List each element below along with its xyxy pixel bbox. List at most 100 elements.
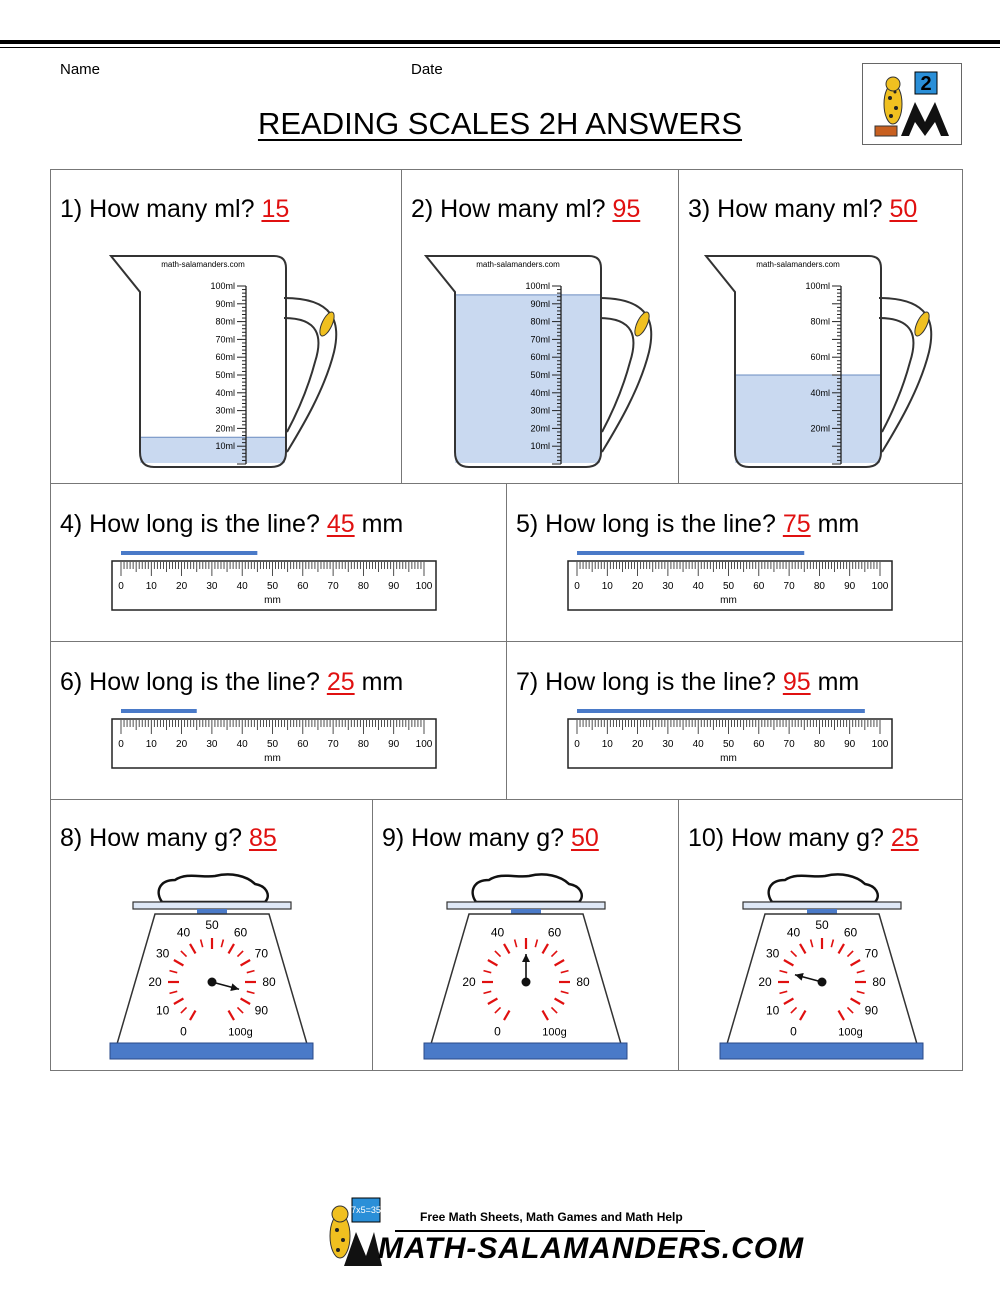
dial-tick [554,997,565,1005]
dial-tick [487,997,498,1005]
ruler-tick-label: 50 [723,739,735,750]
footer-tagline: Free Math Sheets, Math Games and Math He… [420,1210,683,1224]
dial-tick [837,1010,845,1021]
scale-base [109,1042,314,1060]
ruler-tick-label: 0 [118,581,124,592]
dial-tick [494,1006,502,1014]
jug-scale-label: 50ml [215,370,235,380]
dial-tick [783,997,794,1005]
ruler-tick-label: 100 [872,581,889,592]
jug-scale-label: 20ml [215,423,235,433]
dial-tick [240,959,251,967]
dial-tick [554,959,565,967]
dial-tick [199,939,204,948]
ruler-body [111,560,437,611]
question-text: 6) How long is the line? [60,668,320,696]
dial-tick [483,990,492,995]
jug-scale-label: 40ml [810,388,830,398]
ruler-tick-label: 100 [416,581,433,592]
question-text: 1) How many ml? [60,195,255,223]
jug-handle [283,297,338,453]
dial-tick [560,990,569,995]
answer: 25 [326,668,355,696]
jug-body [424,255,602,468]
dial-tick [846,950,854,958]
ruler-body [567,560,893,611]
dial-tick [830,939,835,948]
question-text: 5) How long is the line? [516,510,776,538]
ruler-unit-label: mm [264,753,281,764]
ruler-tick-label: 90 [388,581,400,592]
salamander-logo-icon: 2 [874,71,949,137]
jug-site-label: math-salamanders.com [161,260,245,269]
answer: 85 [248,824,277,852]
dial-tick [809,939,814,948]
answer: 25 [890,824,919,852]
measuring-jug: math-salamanders.com10ml20ml30ml40ml50ml… [424,255,653,468]
dial-tick [169,990,178,995]
ruler-tick-label: 40 [237,581,249,592]
dial-tick [560,969,569,974]
dial-label: 40 [177,926,191,940]
ruler-tick-label: 30 [662,581,674,592]
answer: 95 [782,668,811,696]
dial-label: 90 [255,1004,269,1018]
logo-grade: 2 [920,73,931,95]
dial-label: 50 [815,918,829,932]
question-5: 5) How long is the line? 75 mm [516,510,859,539]
jug-scale-label: 20ml [530,423,550,433]
ruler-tick-label: 40 [693,581,705,592]
dial-label: 80 [576,975,590,989]
dial-pointer-head [794,972,804,981]
answer: 15 [261,195,290,223]
weighed-object [157,873,269,904]
question-4: 4) How long is the line? 45 mm [60,510,403,539]
scale-pan [742,901,902,910]
answer: 45 [326,510,355,538]
dial-tick [483,969,492,974]
dial-tick [189,943,197,954]
question-3: 3) How many ml? 50 [688,195,917,224]
dial-label: 0 [790,1024,797,1038]
question-text: 7) How long is the line? [516,668,776,696]
ruler-tick-label: 90 [844,739,856,750]
ruler-unit-label: mm [264,595,281,606]
jug-scale-label: 60ml [530,352,550,362]
dial-tick [779,969,788,974]
scale-pan-stem [197,909,227,916]
dial-tick [783,959,794,967]
ruler-tick-label: 50 [267,739,279,750]
jug-handle [878,297,933,453]
unit: mm [361,668,404,696]
question-8: 8) How many g? 85 [60,824,277,853]
ruler-tick-label: 10 [146,739,158,750]
page-title: READING SCALES 2H ANSWERS [0,106,1000,142]
ruler-tick-label: 40 [237,739,249,750]
question-9: 9) How many g? 50 [382,824,599,853]
ruler-tick-label: 20 [176,739,188,750]
top-rule-thin [0,47,1000,48]
jug-scale-label: 70ml [215,334,235,344]
dial-tick [790,950,798,958]
scale-pan-stem [511,909,541,916]
dial-tick [173,959,184,967]
question-7: 7) How long is the line? 95 mm [516,668,859,697]
dial-tick [220,939,225,948]
jug-scale-label: 30ml [215,406,235,416]
footer-salamander-icon: 7x5=35 [329,1197,382,1266]
ruler-tick-label: 70 [784,581,796,592]
date-label: Date [411,61,443,78]
dial-tick [227,1010,235,1021]
dial-tick [240,997,251,1005]
ruler-tick-label: 20 [632,739,644,750]
ruler-tick-label: 0 [118,739,124,750]
dial-label: 20 [148,975,162,989]
logo: 2 [862,63,962,145]
